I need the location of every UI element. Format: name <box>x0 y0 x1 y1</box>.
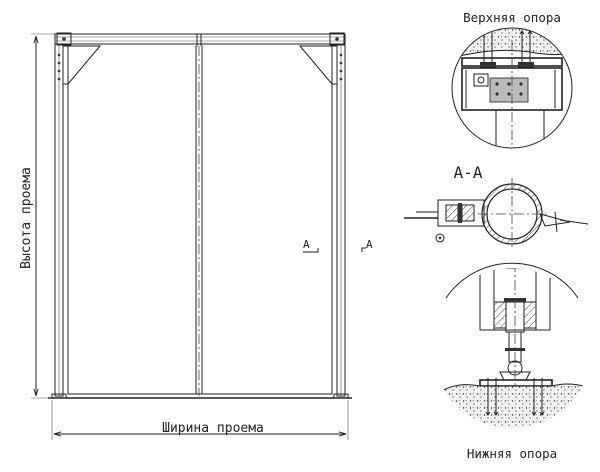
top-support-detail: Верхняя опора <box>451 10 573 149</box>
section-aa-title: А-А <box>454 163 483 182</box>
header-beam <box>54 33 346 45</box>
section-aa-detail: А-А <box>404 163 589 250</box>
door-front-view: А А <box>48 32 373 399</box>
bottom-support-title: Нижняя опора <box>467 446 557 461</box>
height-label: Высота проема <box>19 167 34 269</box>
width-dimension: Ширина проема <box>51 400 349 440</box>
top-support-title: Верхняя опора <box>463 10 561 25</box>
bottom-support-detail: Нижняя опора <box>432 262 592 461</box>
header-left-block <box>56 32 72 46</box>
section-mark-left: А <box>303 238 310 251</box>
section-mark-right: А <box>366 238 373 251</box>
right-gusset <box>298 45 338 85</box>
height-dimension: Высота проема <box>19 33 55 399</box>
left-gusset <box>62 45 102 85</box>
width-label: Ширина проема <box>162 421 264 436</box>
